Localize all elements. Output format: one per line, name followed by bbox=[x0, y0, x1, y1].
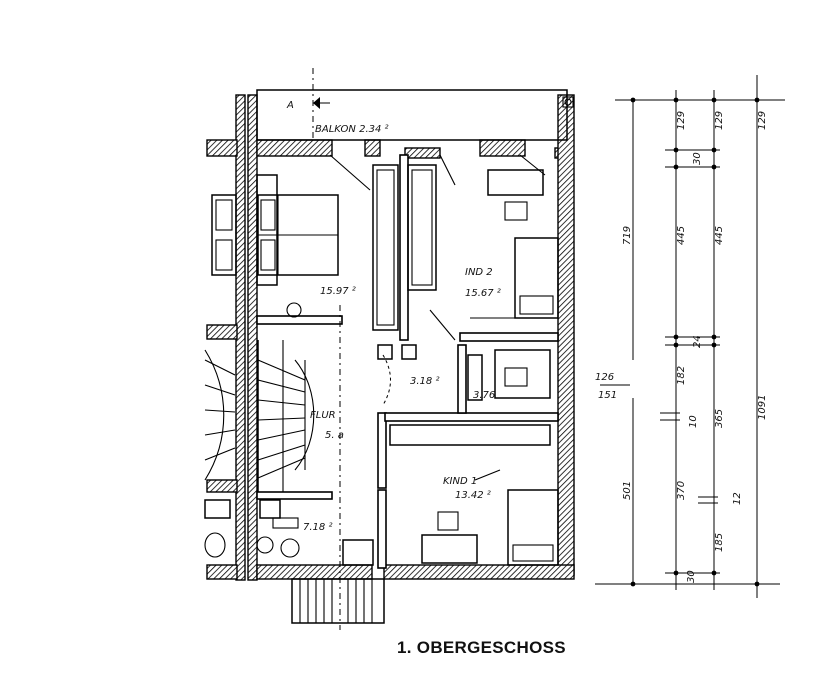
balcony-label: BALKON 2.34 ² bbox=[315, 124, 389, 135]
dim-445-a: 445 bbox=[676, 226, 687, 245]
dim-182: 182 bbox=[676, 366, 687, 385]
dim-126: 126 bbox=[595, 372, 614, 383]
dim-30-bottom: 30 bbox=[686, 570, 697, 583]
dim-10: 10 bbox=[688, 415, 699, 428]
kind1-name-label: KIND 1 bbox=[443, 476, 477, 487]
bath-area-label: 7.18 ² bbox=[303, 522, 332, 533]
section-marker: A bbox=[286, 100, 294, 111]
flur-name-label: FLUR bbox=[310, 410, 336, 421]
abstell1-area-label: 3.18 ² bbox=[410, 376, 439, 387]
entrance-steps bbox=[291, 578, 385, 624]
page-title: 1. OBERGESCHOSS bbox=[397, 638, 566, 657]
dim-129-c: 129 bbox=[757, 111, 768, 130]
eltern-area-label: 15.97 ² bbox=[320, 286, 356, 297]
dim-30-top: 30 bbox=[692, 152, 703, 165]
dim-12: 12 bbox=[732, 492, 743, 505]
dimension-chains: 129 129 129 30 719 445 445 24 126 151 18… bbox=[595, 75, 785, 598]
dim-365: 365 bbox=[714, 409, 725, 428]
room-labels: A BALKON 2.34 ² 15.97 ² IND 2 15.67 ² 3.… bbox=[286, 100, 501, 533]
furniture bbox=[204, 154, 559, 566]
dim-129-a: 129 bbox=[676, 111, 687, 130]
abstell2-area-label: 3.76 bbox=[473, 390, 495, 401]
dim-501: 501 bbox=[622, 481, 633, 500]
section-line bbox=[312, 68, 341, 630]
dim-1091: 1091 bbox=[757, 395, 768, 420]
dim-24: 24 bbox=[692, 335, 703, 348]
dim-719: 719 bbox=[622, 226, 633, 245]
staircase bbox=[204, 340, 315, 492]
dim-185: 185 bbox=[714, 533, 725, 552]
kind1-area-label: 13.42 ² bbox=[455, 490, 491, 501]
dim-370: 370 bbox=[676, 481, 687, 500]
dim-129-b: 129 bbox=[714, 111, 725, 130]
balcony bbox=[256, 89, 574, 141]
kind2-name-label: IND 2 bbox=[465, 267, 493, 278]
walls bbox=[206, 94, 575, 581]
flur-area-label: 5. a bbox=[325, 430, 344, 441]
kind2-area-label: 15.67 ² bbox=[465, 288, 501, 299]
dim-151: 151 bbox=[598, 390, 617, 401]
dim-445-b: 445 bbox=[714, 226, 725, 245]
